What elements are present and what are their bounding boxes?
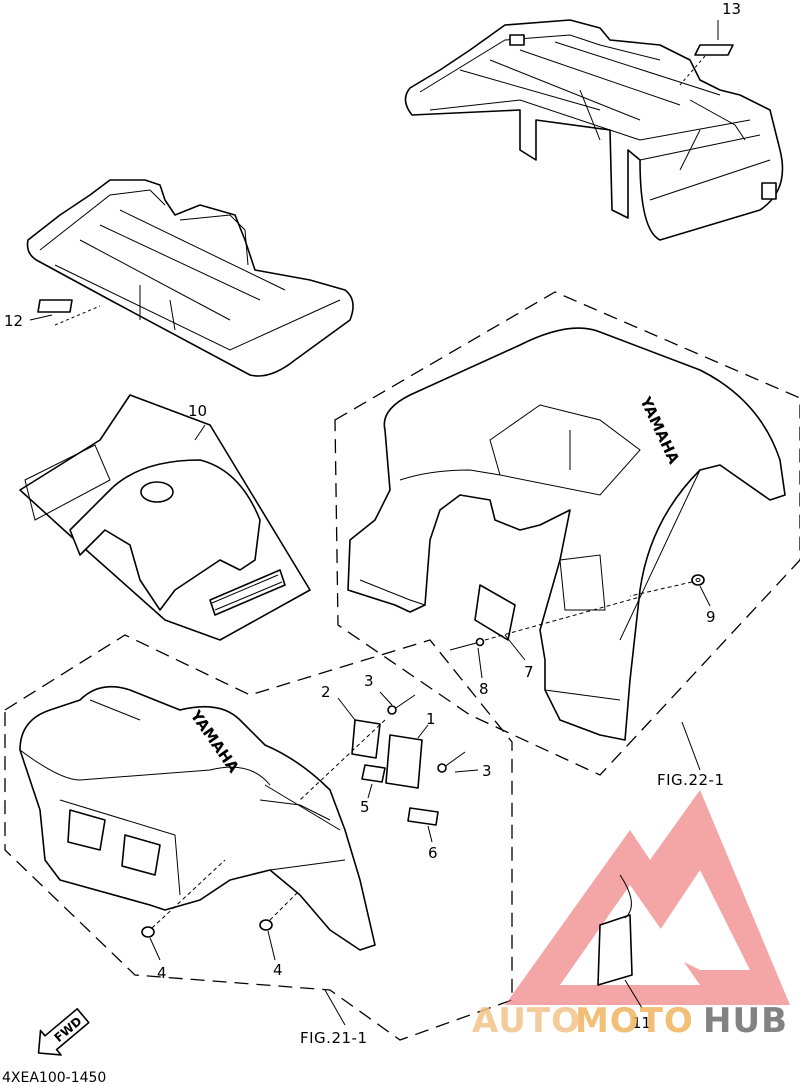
part-4-washer-right — [259, 889, 301, 961]
label-part-12: 12 — [4, 312, 23, 330]
part-11-tag — [597, 874, 643, 1009]
watermark-text-moto: MOTO — [575, 1001, 694, 1041]
watermark-text-auto: AUTO — [472, 1001, 581, 1041]
label-part-1: 1 — [426, 710, 436, 728]
part-7-panel — [474, 584, 516, 641]
label-part-6: 6 — [428, 844, 438, 862]
label-part-3-right: 3 — [482, 762, 492, 780]
decal-13 — [694, 44, 734, 56]
label-part-5: 5 — [360, 798, 370, 816]
label-part-4-left: 4 — [157, 964, 167, 982]
front-carrier — [26, 179, 354, 377]
label-part-7: 7 — [524, 663, 534, 681]
figure-ref-front: FIG.21-1 — [300, 1029, 368, 1047]
figure-ref-rear: FIG.22-1 — [657, 771, 725, 789]
front-fender — [19, 685, 376, 951]
watermark-logo-icon — [505, 790, 790, 1005]
label-part-2: 2 — [321, 683, 331, 701]
part-6-decal — [407, 807, 439, 843]
label-part-11: 11 — [632, 1014, 651, 1032]
part-2-plate — [337, 697, 381, 759]
rear-fender-group-box — [334, 291, 800, 776]
forward-arrow-icon: FWD — [37, 1008, 90, 1056]
label-part-3-top: 3 — [364, 672, 374, 690]
label-part-13: 13 — [722, 0, 741, 18]
label-part-10: 10 — [188, 402, 207, 420]
diagram-code: 4XEA100-1450 — [2, 1070, 106, 1084]
part-1-plate — [385, 724, 429, 789]
part-8-rivet — [449, 596, 641, 679]
part-10-tank-cover — [19, 394, 311, 641]
watermark-text-hub: HUB — [703, 1001, 788, 1041]
front-fender-group-box — [4, 634, 513, 1041]
rear-fender — [347, 327, 786, 741]
part-9-washer — [629, 574, 711, 607]
decal-12 — [37, 299, 73, 313]
part-5-decal — [361, 764, 386, 799]
watermark-text: AUTO MOTO HUB — [472, 1001, 788, 1041]
label-part-8: 8 — [479, 680, 489, 698]
part-4-washer-left — [141, 859, 226, 961]
part-3-rivet-top — [299, 691, 416, 801]
label-part-4-right: 4 — [273, 961, 283, 979]
label-part-9: 9 — [706, 608, 716, 626]
part-3-rivet-right — [437, 751, 479, 773]
